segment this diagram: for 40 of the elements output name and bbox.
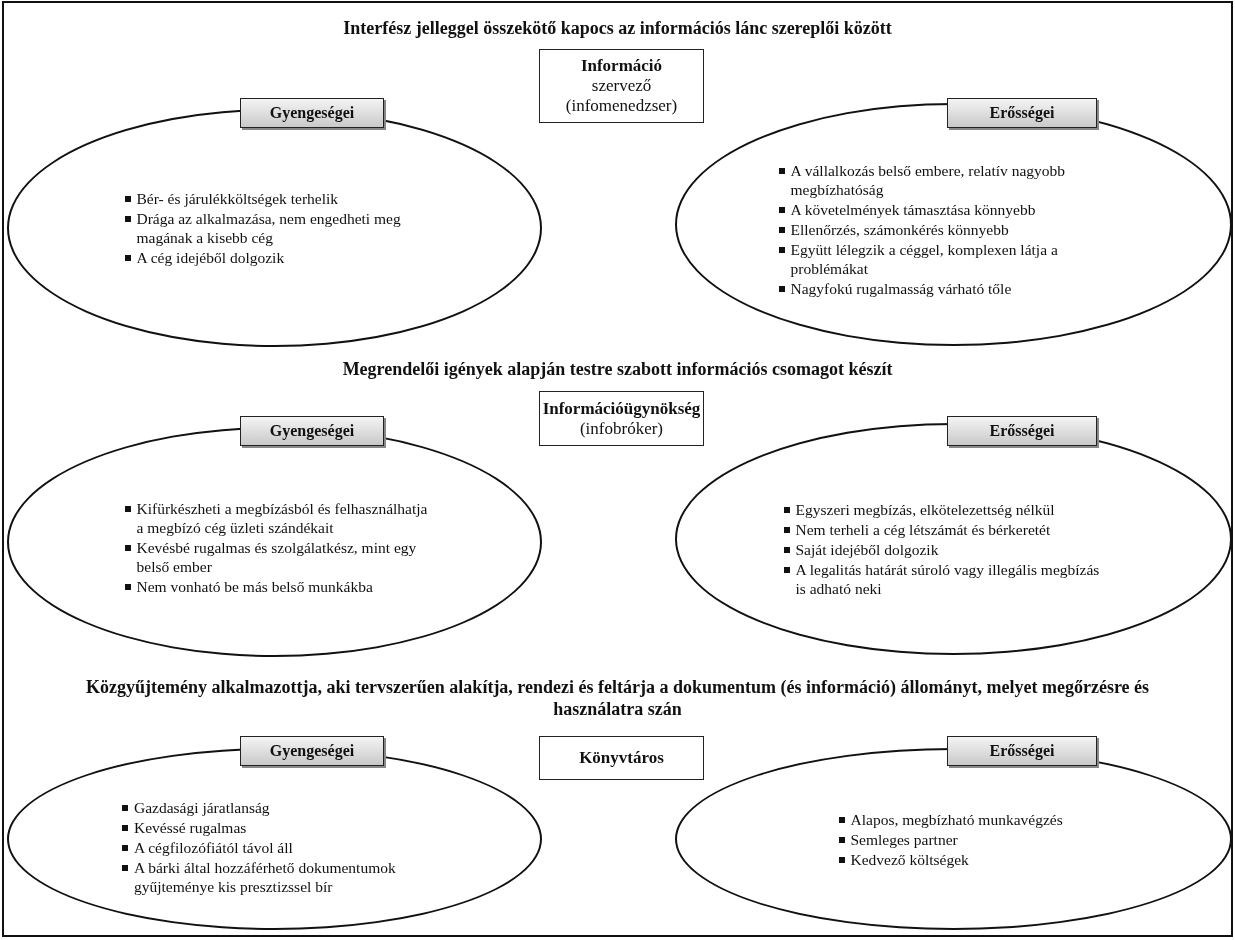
list-item: Nagyfokú rugalmasság várható tőle bbox=[790, 279, 1012, 298]
list-item: Együtt lélegzik a céggel, komplexen látja a problémákat bbox=[790, 240, 1059, 278]
list-item: Semleges partner bbox=[850, 829, 958, 849]
list-item: Bér- és járulékköltségek terhelik bbox=[136, 189, 339, 208]
list-item: Kevésbé rugalmas és szolgálatkész, mint egy belső ember bbox=[136, 537, 418, 576]
list-item: Kedvező költségek bbox=[850, 849, 969, 869]
heading-tab: Gyengeségei bbox=[240, 98, 384, 128]
heading-tab: Erősségei bbox=[947, 416, 1097, 446]
role-box bbox=[539, 736, 704, 780]
list-item: A vállalkozás belső embere, relatív nagyobb megbízhatóság bbox=[790, 161, 1067, 199]
role-subtitle: (infomenedzser) bbox=[565, 96, 678, 116]
list-item: Nem vonható be más belső munkákba bbox=[136, 576, 373, 596]
heading-tab: Gyengeségei bbox=[240, 416, 384, 446]
list-item: A cégfilozófiától távol áll bbox=[134, 838, 293, 857]
list-item: Kevéssé rugalmas bbox=[134, 818, 247, 837]
list-item: Alapos, megbízható munkavégzés bbox=[850, 809, 1063, 829]
list-item: A cég idejéből dolgozik bbox=[136, 248, 285, 267]
list-item: A legalitás határát súroló vagy illegális megbízás is adható neki bbox=[795, 560, 1101, 598]
heading-tab: Erősségei bbox=[947, 736, 1097, 766]
list-item: Ellenőrzés, számonkérés könnyebb bbox=[790, 220, 1009, 239]
role-title: Könyvtáros bbox=[579, 748, 664, 768]
role-subtitle: (infobróker) bbox=[579, 418, 664, 439]
section-heading: Interfész jelleggel összekötő kapocs az információs lánc szereplői között bbox=[342, 17, 893, 39]
role-title: Információügynökség bbox=[542, 398, 701, 419]
role-subtitle: szervező bbox=[591, 76, 652, 96]
list-item: Nem terheli a cég létszámát és bérkeretét bbox=[795, 520, 1051, 539]
section-heading: Közgyűjtemény alkalmazottja, aki tervszerűen alakítja, rendezi és feltárja a dokumentum (és információ) állományt, melyet megőrzésre és használatra szán bbox=[84, 676, 1151, 720]
role-box bbox=[539, 49, 704, 123]
heading-tab: Erősségei bbox=[947, 98, 1097, 128]
role-title: Információ bbox=[580, 56, 663, 76]
heading-tab: Gyengeségei bbox=[240, 736, 384, 766]
role-box bbox=[539, 391, 704, 446]
list-item: Egyszeri megbízás, elkötelezettség nélkül bbox=[795, 500, 1055, 519]
section-heading: Megrendelői igények alapján testre szabott információs csomagot készít bbox=[341, 358, 894, 380]
list-item: Gazdasági járatlanság bbox=[134, 798, 270, 817]
list-item: Kifürkészheti a megbízásból és felhasználhatja a megbízó cég üzleti szándékait bbox=[136, 498, 429, 537]
list-item: A bárki által hozzáférhető dokumentumok gyűjteménye kis presztizssel bír bbox=[134, 858, 397, 896]
list-item: Drága az alkalmazása, nem engedheti meg magának a kisebb cég bbox=[136, 209, 402, 247]
list-item: Saját idejéből dolgozik bbox=[795, 540, 939, 559]
list-item: A követelmények támasztása könnyebb bbox=[790, 200, 1036, 219]
